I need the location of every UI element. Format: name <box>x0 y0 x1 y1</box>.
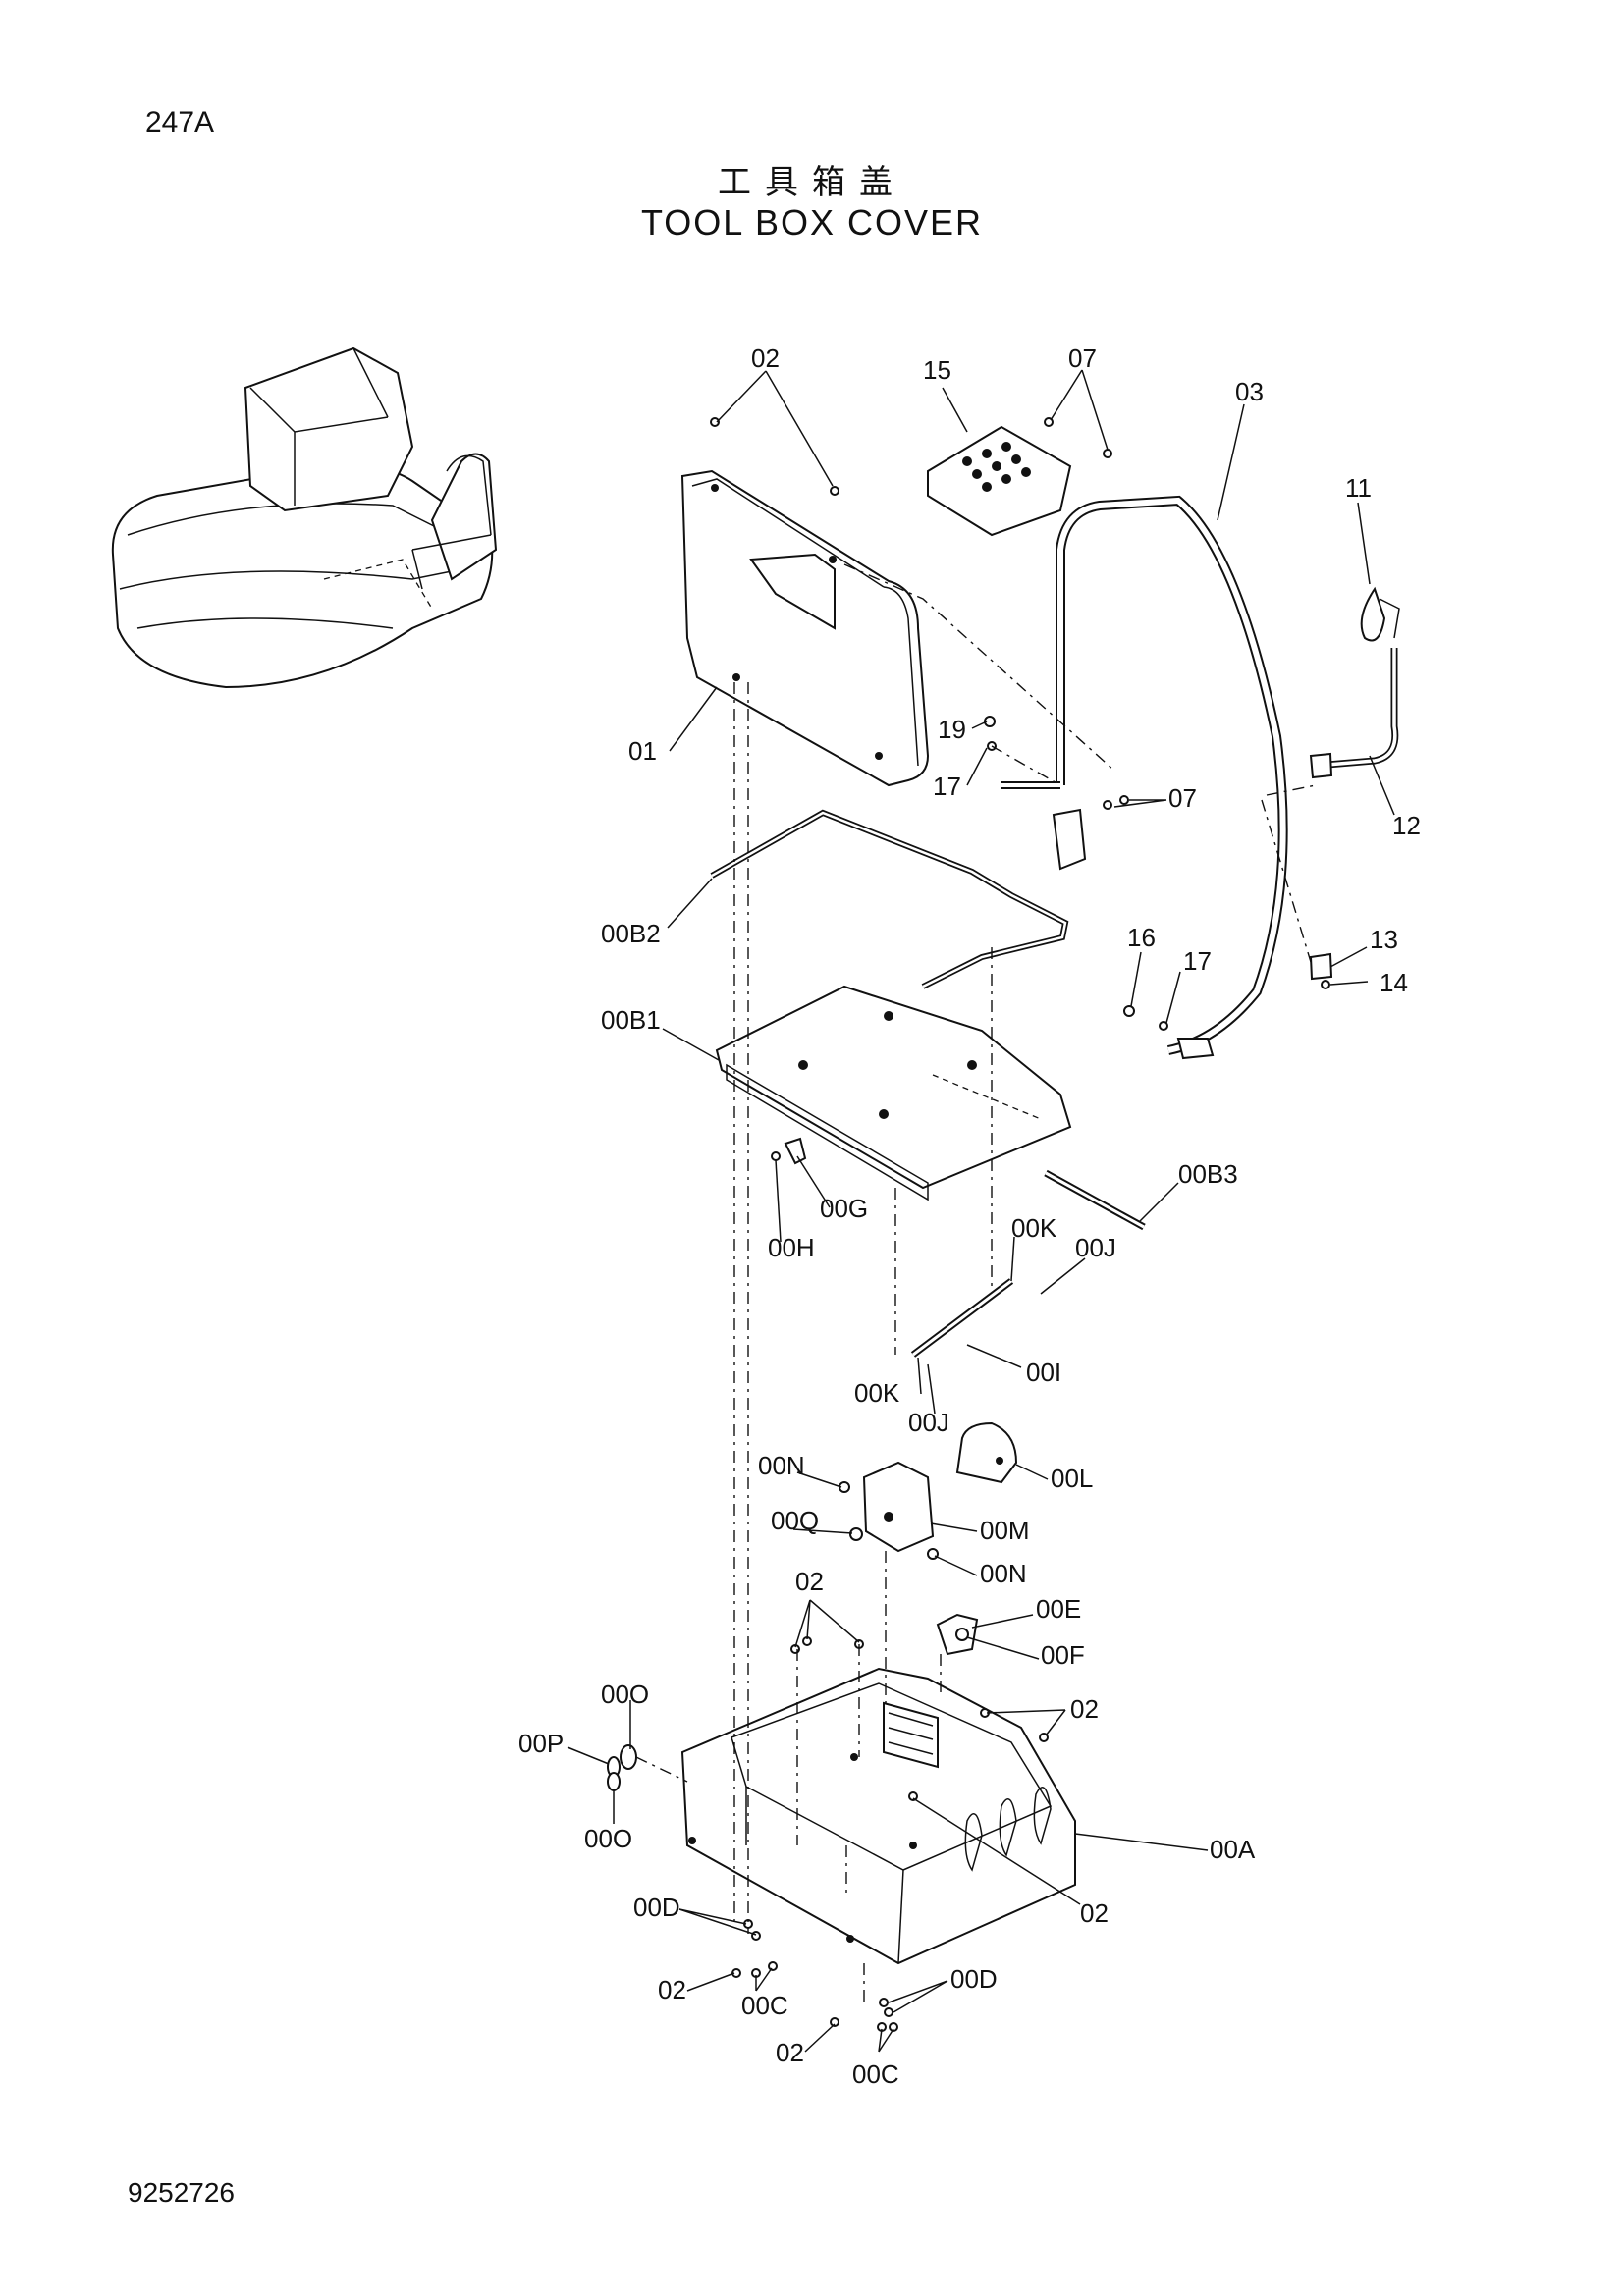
part-03-handrail <box>1001 495 1288 1060</box>
callout-00C: 00C <box>852 2059 899 2089</box>
callout-labels: 02 15 07 03 11 01 19 17 07 12 00B2 16 17… <box>518 344 1421 2089</box>
callout-02: 02 <box>1070 1694 1099 1724</box>
callout-03: 03 <box>1235 377 1264 406</box>
part-00O-00P-washers <box>607 1744 637 1791</box>
part-00B1-tray <box>715 985 1072 1201</box>
callout-07: 07 <box>1168 783 1197 813</box>
callout-00D: 00D <box>633 1893 680 1922</box>
callout-00B3: 00B3 <box>1178 1159 1238 1189</box>
callout-02: 02 <box>1080 1898 1109 1928</box>
machine-overview-illustration <box>111 347 498 689</box>
callout-00B1: 00B1 <box>601 1005 661 1035</box>
callout-00E: 00E <box>1036 1594 1081 1624</box>
callout-12: 12 <box>1392 811 1421 840</box>
part-00E-00F-latch <box>936 1613 979 1656</box>
callout-00A: 00A <box>1210 1835 1256 1864</box>
callout-00K: 00K <box>854 1378 900 1408</box>
callout-19: 19 <box>938 715 966 744</box>
callout-15: 15 <box>923 355 951 385</box>
callout-00J: 00J <box>908 1408 949 1437</box>
callout-17: 17 <box>933 772 961 801</box>
leader-lines <box>567 369 1395 2053</box>
part-00A-tool-box <box>680 1667 1076 1965</box>
assembly-center-lines <box>635 563 1317 2002</box>
part-00B2-frame <box>710 809 1069 989</box>
callout-00Q: 00Q <box>771 1506 819 1535</box>
callout-11: 11 <box>1345 473 1372 503</box>
callout-00K: 00K <box>1011 1213 1057 1243</box>
title-english: TOOL BOX COVER <box>640 202 984 242</box>
callout-00F: 00F <box>1041 1640 1085 1670</box>
part-15-plate <box>927 425 1072 537</box>
part-11-12-lamp-cable <box>1309 586 1400 779</box>
callout-13: 13 <box>1370 925 1398 954</box>
title-chinese: 工具箱盖 <box>718 163 906 202</box>
callout-00M: 00M <box>980 1516 1030 1545</box>
part-00B3-00I-rods <box>771 1137 1146 1358</box>
callout-02: 02 <box>776 2038 804 2067</box>
callout-14: 14 <box>1380 968 1408 997</box>
callout-02: 02 <box>658 1975 686 2004</box>
callout-00P: 00P <box>518 1729 564 1758</box>
part-00L-00M-bracket <box>839 1421 1018 1560</box>
callout-00G: 00G <box>820 1194 868 1223</box>
callout-01: 01 <box>628 736 657 766</box>
callout-00D: 00D <box>950 1964 998 1994</box>
page-code: 247A <box>145 106 215 138</box>
callout-02: 02 <box>795 1567 824 1596</box>
callout-00O: 00O <box>584 1824 632 1853</box>
callout-00I: 00I <box>1026 1358 1061 1387</box>
callout-00N: 00N <box>980 1559 1027 1588</box>
callout-00L: 00L <box>1051 1464 1093 1493</box>
callout-00H: 00H <box>768 1233 815 1262</box>
callout-00B2: 00B2 <box>601 919 661 948</box>
document-number: 9252726 <box>128 2177 236 2208</box>
callout-02: 02 <box>751 344 780 373</box>
callout-00O: 00O <box>601 1680 649 1709</box>
callout-00N: 00N <box>758 1451 805 1480</box>
callout-16: 16 <box>1127 923 1156 952</box>
callout-00J: 00J <box>1075 1233 1116 1262</box>
callout-17: 17 <box>1183 946 1212 976</box>
small-fittings <box>710 417 1333 1031</box>
part-01-cover-panel <box>680 469 930 787</box>
callout-00C: 00C <box>741 1991 788 2020</box>
callout-07: 07 <box>1068 344 1097 373</box>
